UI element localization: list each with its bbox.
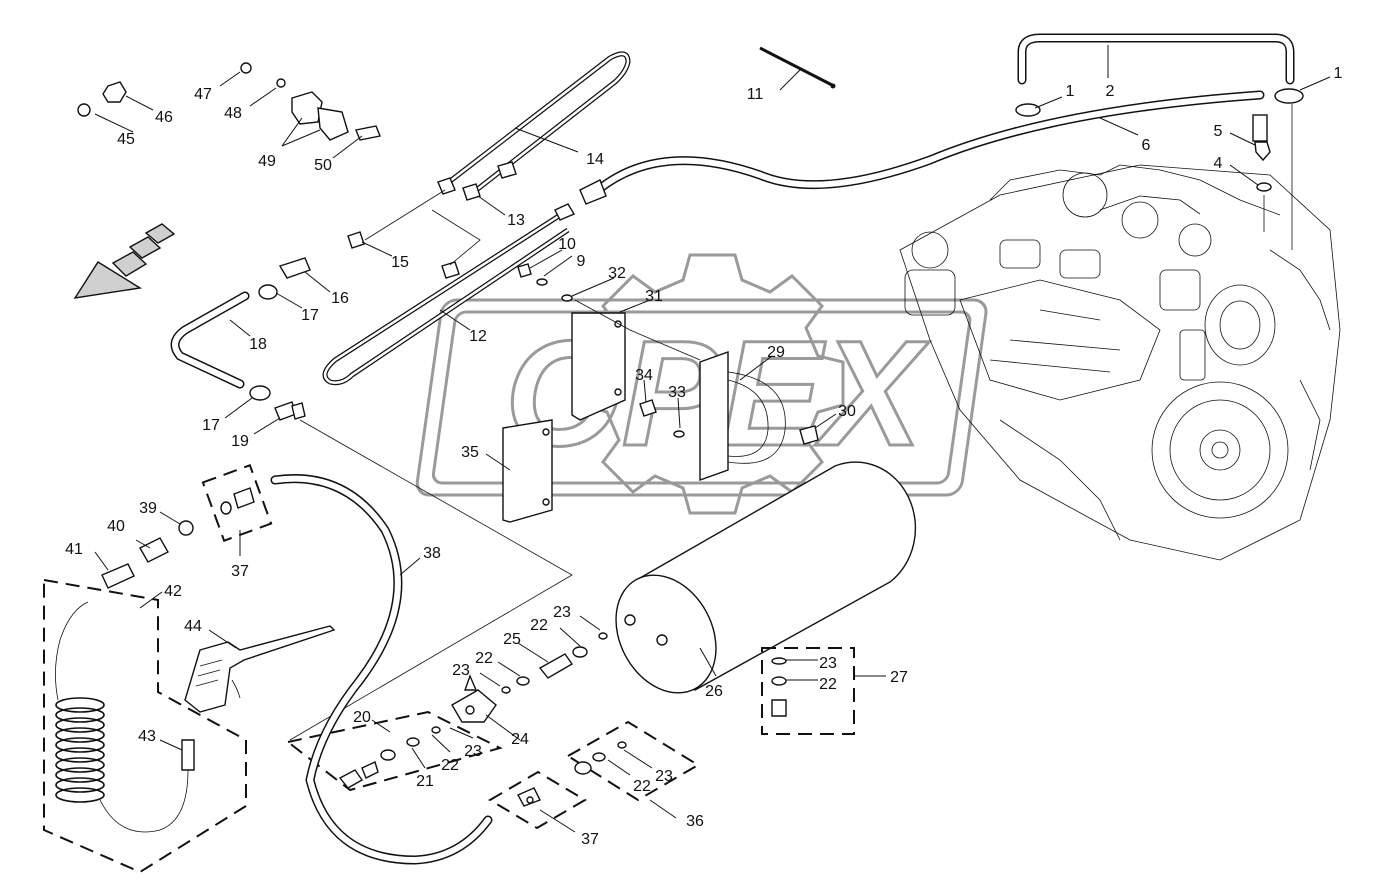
hose-18 [170,291,250,389]
leader-lines [94,45,1331,833]
cable-tie-11 [759,46,836,89]
air-tank-26 [615,461,917,694]
callout-29: 29 [767,344,785,361]
fittings-1-4-5 [1015,88,1304,192]
fittings-21-25 [338,632,608,789]
fittings-13-19 [249,231,365,421]
callout-34: 34 [635,367,653,384]
callout-23d: 23 [655,768,673,785]
callout-10: 10 [558,236,576,253]
cap-nut-46 [102,81,127,103]
bracket-49b [317,107,349,141]
callout-19: 19 [231,433,249,450]
callout-25: 25 [503,631,521,648]
bracket-35 [502,419,553,523]
callout-1a: 1 [1066,83,1075,100]
callout-21: 21 [416,773,434,790]
callout-48: 48 [224,105,242,122]
callout-22b: 22 [475,650,493,667]
callout-37a: 37 [231,563,249,580]
callout-9: 9 [577,253,586,270]
dashed-group-20 [285,710,503,792]
callout-17a: 17 [301,307,319,324]
nut-47 [240,62,252,74]
callout-26: 26 [705,683,723,700]
hose-38 [270,474,493,865]
callout-20: 20 [353,709,371,726]
callout-23e: 23 [819,655,837,672]
callout-42: 42 [164,583,182,600]
callout-labels: 1124569101112131415161717181920212222222… [65,65,1342,848]
callout-23b: 23 [452,662,470,679]
callout-22e: 22 [819,676,837,693]
bracket-31 [571,312,626,421]
callout-43: 43 [138,728,156,745]
callout-39: 39 [139,500,157,517]
callout-16: 16 [331,290,349,307]
callout-4: 4 [1214,155,1223,172]
callout-6: 6 [1142,137,1151,154]
callout-46: 46 [155,109,173,126]
callout-30: 30 [838,403,856,420]
callout-12: 12 [469,328,487,345]
callout-22a: 22 [530,617,548,634]
callout-11: 11 [747,86,764,103]
callout-24: 24 [511,731,529,748]
callout-45: 45 [117,131,135,148]
dashed-group-27 [761,647,855,735]
dashed-group-37a [201,464,273,542]
hose-2 [1017,33,1295,85]
coil-hose-43 [55,601,195,833]
callout-27: 27 [890,669,908,686]
callout-49: 49 [258,153,276,170]
callout-32: 32 [608,265,626,282]
hose-6 [579,90,1265,205]
direction-arrow-icon [73,223,176,299]
callout-37b: 37 [581,831,599,848]
washer-48 [276,78,286,88]
callout-38: 38 [423,545,441,562]
callout-22c: 22 [441,757,459,774]
callout-33: 33 [668,384,686,401]
callout-31: 31 [645,288,663,305]
steel-line-12-14 [322,51,631,386]
callout-23a: 23 [553,604,571,621]
strap-29 [699,351,786,481]
callout-15: 15 [391,254,409,271]
callout-18: 18 [249,336,267,353]
callout-23c: 23 [464,743,482,760]
bracket-49a [291,91,323,125]
callout-44: 44 [184,618,202,635]
callout-35: 35 [461,444,479,461]
dashed-group-36 [566,720,700,802]
air-gun-44 [184,625,336,713]
callout-47: 47 [194,86,212,103]
small-parts-45-50 [77,62,381,141]
callout-17b: 17 [202,417,220,434]
callout-5: 5 [1214,123,1223,140]
small-hardware-9-10-30-32-34 [517,263,819,445]
callout-41: 41 [65,541,83,558]
dashed-group-42 [43,578,247,874]
couplings-39-41 [101,520,194,589]
callout-1b: 1 [1334,65,1343,82]
callout-40: 40 [107,518,125,535]
callout-50: 50 [314,157,332,174]
valve-block-24 [451,674,497,723]
callout-13: 13 [507,212,525,229]
callout-14: 14 [586,151,604,168]
nut-45 [77,103,91,117]
callout-2: 2 [1106,83,1115,100]
dashed-group-37b [488,770,587,830]
engine-block [899,164,1341,561]
callout-22d: 22 [633,778,651,795]
callout-36: 36 [686,813,704,830]
